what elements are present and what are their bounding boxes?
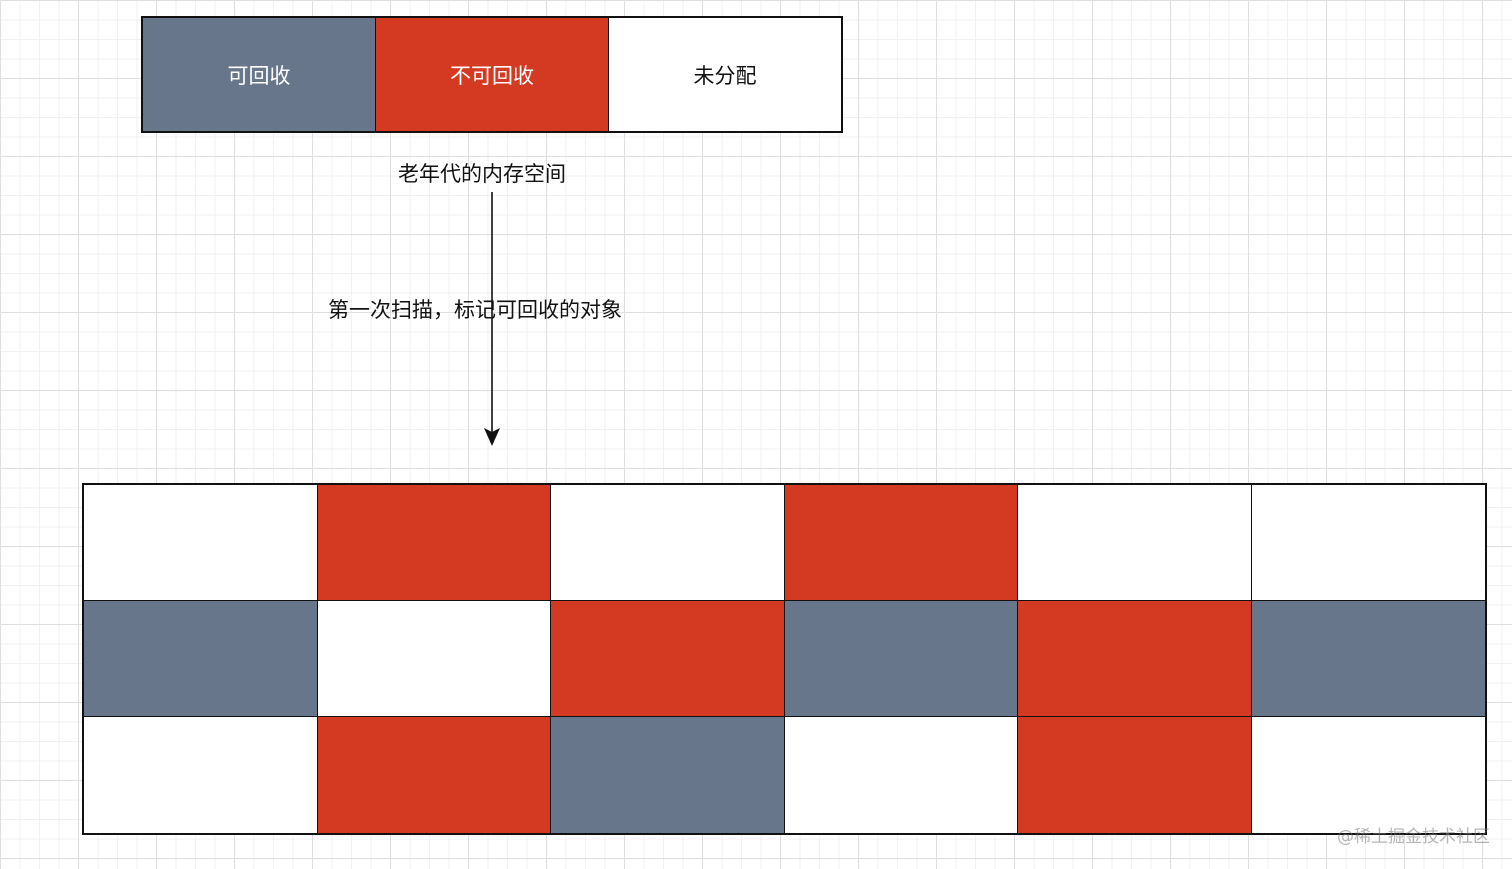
legend-unallocated-label: 未分配 bbox=[693, 63, 757, 88]
memory-block-non-recyclable bbox=[784, 485, 1018, 601]
memory-grid bbox=[82, 483, 1487, 835]
memory-block-unallocated bbox=[784, 717, 1018, 833]
memory-block-recyclable bbox=[784, 601, 1018, 717]
memory-block-recyclable bbox=[551, 717, 785, 833]
memory-block-non-recyclable bbox=[317, 485, 551, 601]
memory-block-non-recyclable bbox=[1018, 717, 1252, 833]
memory-block-non-recyclable bbox=[317, 717, 551, 833]
memory-block-unallocated bbox=[84, 717, 318, 833]
memory-block-recyclable bbox=[1251, 601, 1485, 717]
legend-non-recyclable: 不可回收 bbox=[375, 18, 608, 131]
down-arrow-icon bbox=[484, 192, 500, 446]
legend-recyclable-label: 可回收 bbox=[227, 63, 291, 88]
memory-block-unallocated bbox=[317, 601, 551, 717]
memory-block-non-recyclable bbox=[1018, 601, 1252, 717]
memory-block-unallocated bbox=[1251, 717, 1485, 833]
memory-block-non-recyclable bbox=[551, 601, 785, 717]
legend-unallocated: 未分配 bbox=[608, 18, 841, 131]
memory-space-caption: 老年代的内存空间 bbox=[398, 162, 566, 186]
legend-recyclable: 可回收 bbox=[143, 18, 375, 131]
memory-block-unallocated bbox=[1018, 485, 1252, 601]
memory-block-recyclable bbox=[84, 601, 318, 717]
legend-non-recyclable-label: 不可回收 bbox=[450, 63, 534, 88]
memory-block-unallocated bbox=[551, 485, 785, 601]
memory-block-unallocated bbox=[84, 485, 318, 601]
scan-step-caption: 第一次扫描，标记可回收的对象 bbox=[328, 298, 622, 322]
memory-block-unallocated bbox=[1251, 485, 1485, 601]
legend: 可回收 不可回收 未分配 bbox=[141, 16, 843, 133]
watermark: @稀土掘金技术社区 bbox=[1337, 827, 1490, 847]
